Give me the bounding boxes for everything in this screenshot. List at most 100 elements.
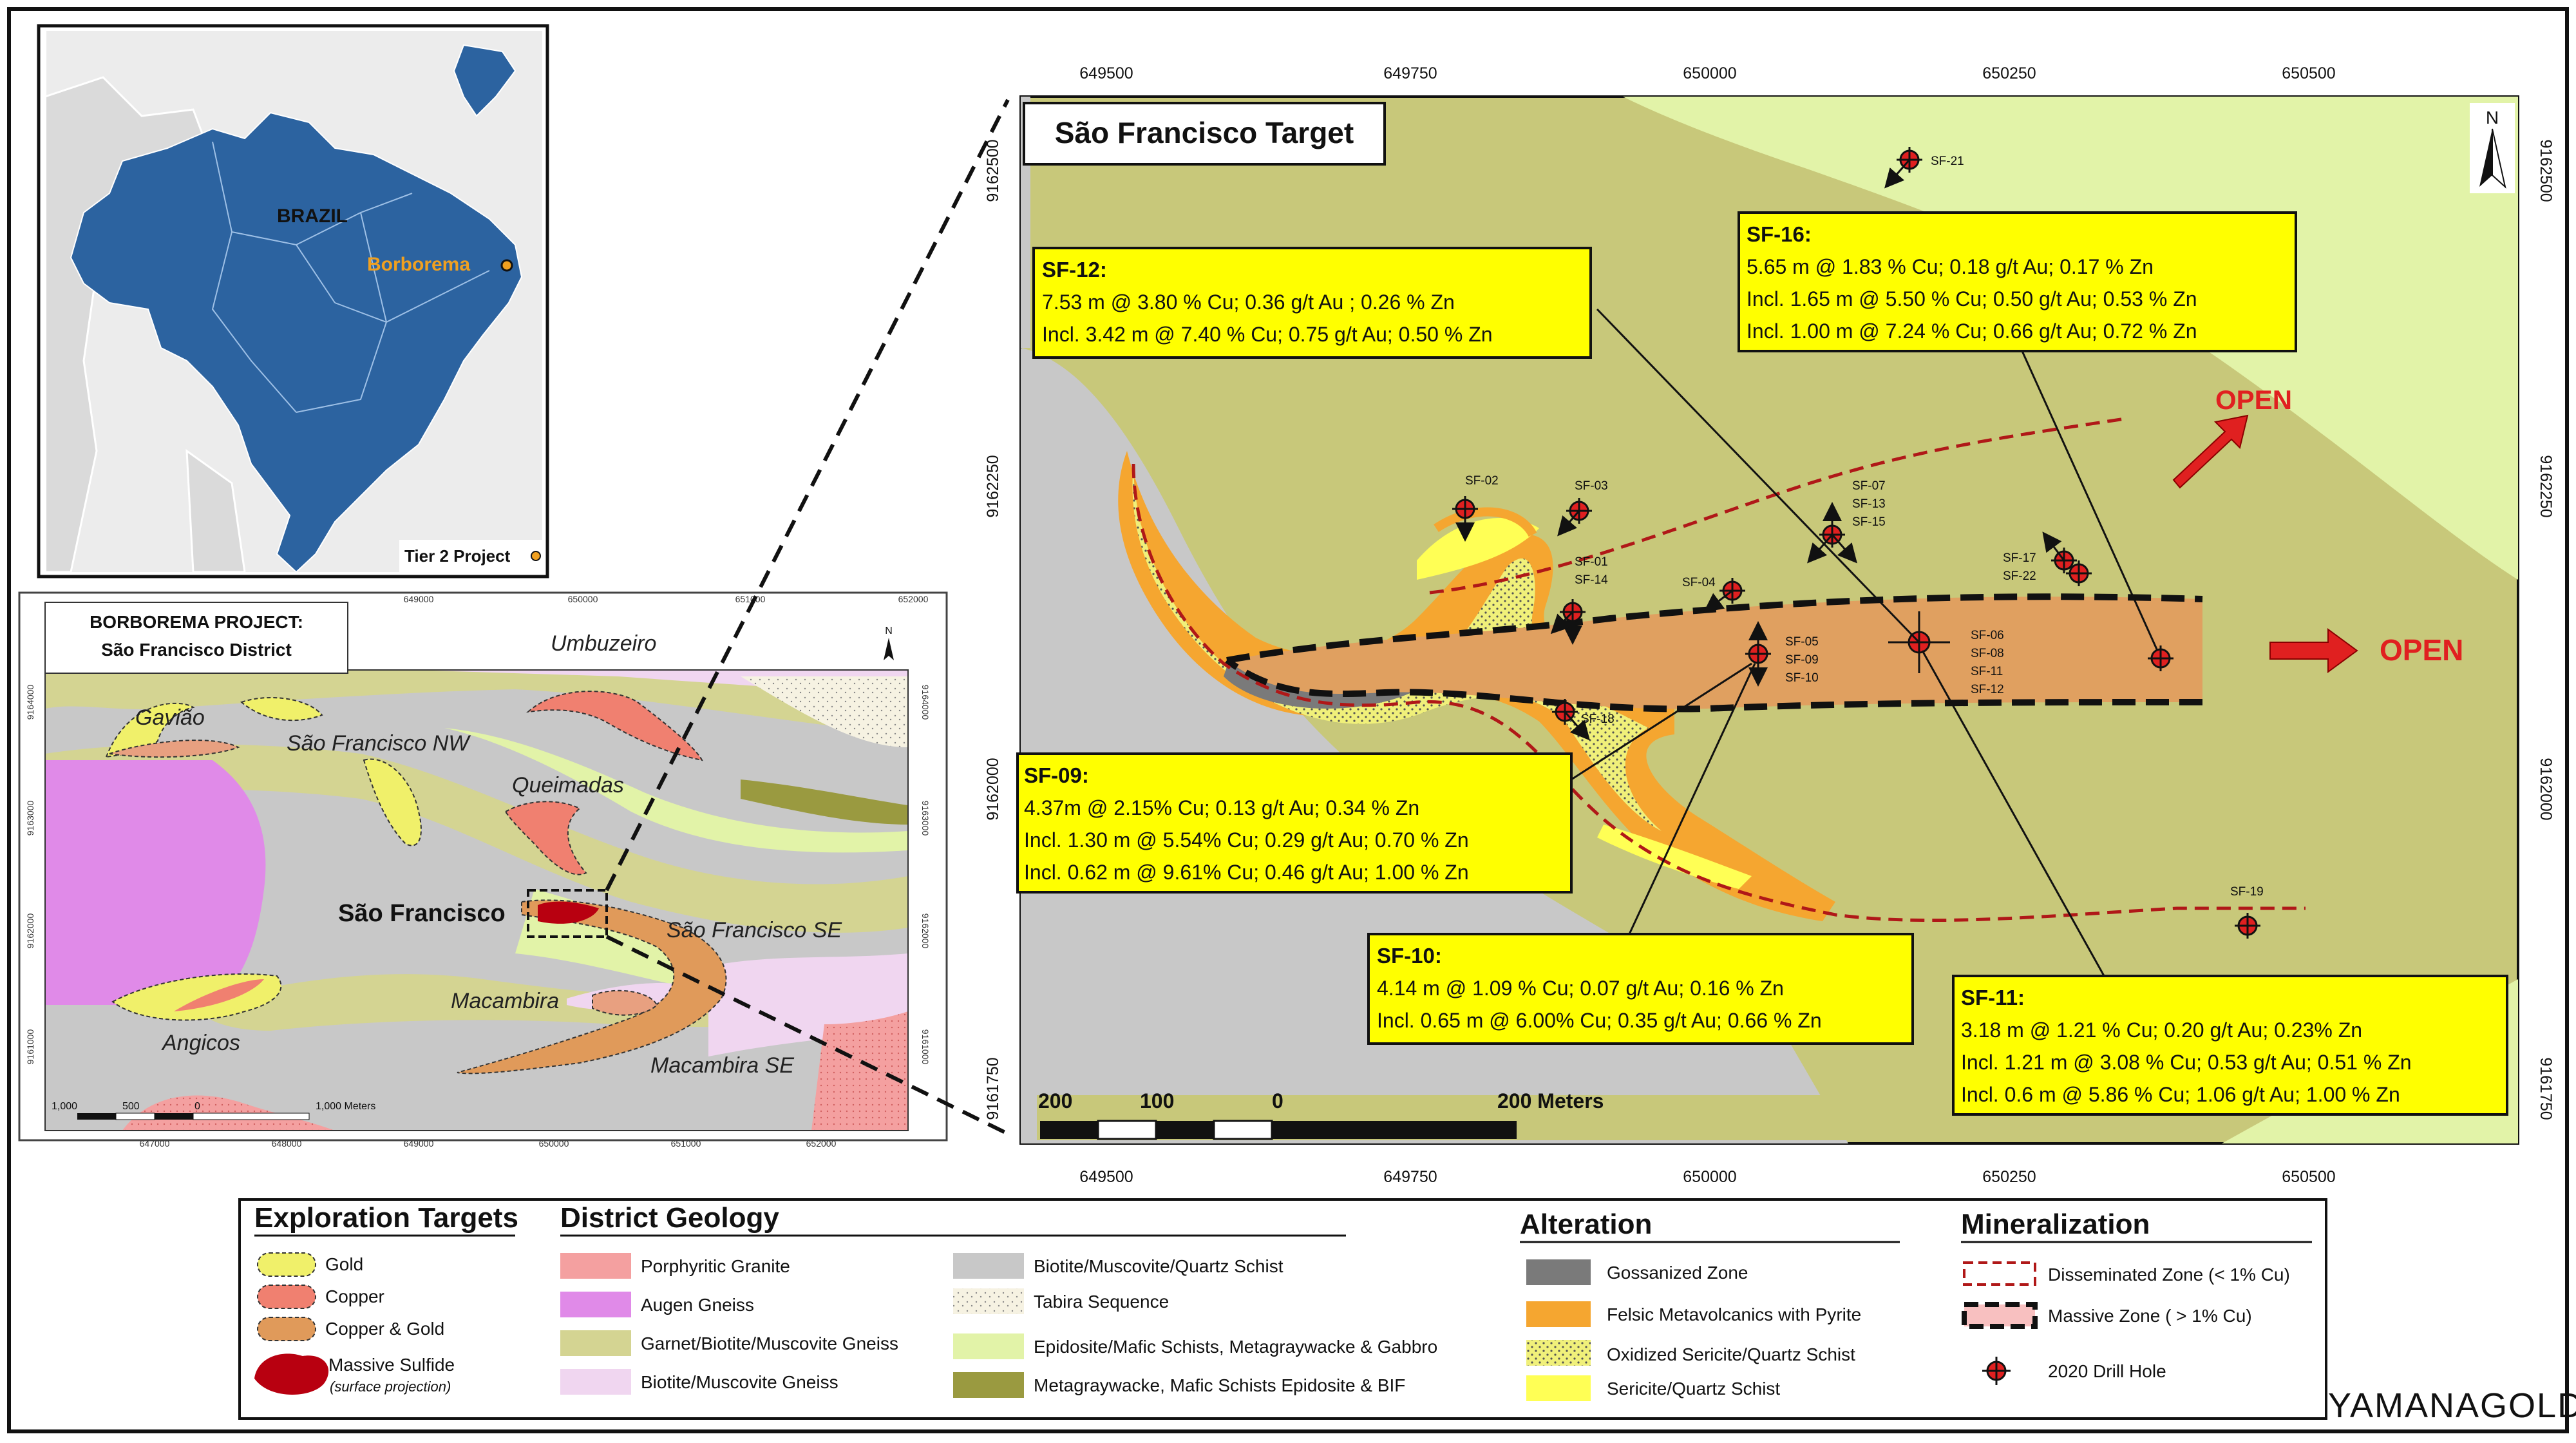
hole-label: SF-01 [1575, 555, 1608, 569]
drill-hole-marker [2066, 560, 2092, 586]
legend-item: Oxidized Sericite/Quartz Schist [1607, 1344, 1855, 1364]
label-sao-francisco: São Francisco [338, 900, 506, 927]
callout-leader [2021, 350, 2159, 651]
district-left-tick: 9164000 [25, 685, 35, 720]
hole-label: SF-19 [2230, 885, 2264, 899]
hole-label: SF-08 [1971, 647, 2004, 660]
target-top-tick: 649750 [1383, 64, 1437, 82]
callout-line: 7.53 m @ 3.80 % Cu; 0.36 g/t Au ; 0.26 %… [1042, 291, 1455, 314]
legend-item: Copper [325, 1286, 384, 1306]
massive-sulfide-swatch [254, 1353, 329, 1395]
north-label: N [2486, 108, 2499, 128]
legend-item: Gossanized Zone [1607, 1263, 1748, 1283]
district-right-tick: 9162000 [920, 913, 931, 949]
district-map: BORBOREMA PROJECT: São Francisco Distric… [18, 591, 948, 1149]
hole-label: SF-02 [1465, 474, 1499, 488]
callout-line: Incl. 1.00 m @ 7.24 % Cu; 0.66 g/t Au; 0… [1747, 320, 2197, 343]
legend-item: Garnet/Biotite/Muscovite Gneiss [641, 1333, 898, 1353]
legend-item: Copper & Gold [325, 1319, 444, 1339]
zoom-connector-bottom [605, 935, 1009, 1136]
district-right-tick: 9161000 [920, 1029, 931, 1065]
hole-label: SF-17 [2003, 551, 2036, 565]
callout-title: SF-09: [1024, 763, 1089, 787]
district-left-tick: 9161000 [25, 1029, 35, 1065]
yamana-gold-logo: YAMANAGOLD [2328, 1386, 2576, 1425]
hole-label: SF-10 [1785, 671, 1819, 685]
callout-line: Incl. 0.65 m @ 6.00% Cu; 0.35 g/t Au; 0.… [1377, 1009, 1822, 1032]
callout-line: Incl. 1.65 m @ 5.50 % Cu; 0.50 g/t Au; 0… [1747, 287, 2197, 311]
district-bottom-tick: 650000 [539, 1138, 569, 1149]
callout-leader [1596, 308, 1920, 644]
legend-item: 2020 Drill Hole [2048, 1361, 2166, 1381]
drill-hole-marker [1807, 502, 1857, 564]
callout-sf16: SF-16: 5.65 m @ 1.83 % Cu; 0.18 g/t Au; … [1738, 211, 2297, 352]
gossan-zone [1224, 657, 1443, 709]
legend-item: Sericite/Quartz Schist [1607, 1379, 1780, 1399]
legend-item: Massive Zone ( > 1% Cu) [2048, 1306, 2252, 1326]
legend-item: Biotite/Muscovite/Quartz Schist [1034, 1256, 1283, 1276]
target-right-tick: 9162250 [2537, 455, 2555, 517]
callout-line: Incl. 0.6 m @ 5.86 % Cu; 1.06 g/t Au; 1.… [1961, 1083, 2400, 1106]
callout-title: SF-16: [1747, 222, 1812, 246]
brazil-inset-map: BRAZIL Borborema Tier 2 Project [37, 24, 549, 578]
drill-hole-marker [1703, 578, 1745, 613]
scale-label: 100 [1140, 1089, 1174, 1113]
project-label: Borborema [367, 254, 470, 275]
target-top-tick: 649500 [1079, 64, 1133, 82]
legend-subtext: (surface projection) [330, 1379, 451, 1395]
legend-alteration-title: Alteration [1520, 1209, 1652, 1240]
legend-item: Biotite/Muscovite Gneiss [641, 1372, 838, 1392]
target-left-tick: 9162000 [984, 758, 1002, 820]
district-bottom-tick: 648000 [272, 1138, 302, 1149]
hole-label: SF-05 [1785, 635, 1819, 649]
district-top-tick: 649000 [404, 594, 434, 604]
target-right-tick: 9162500 [2537, 139, 2555, 202]
label-sf-nw: São Francisco NW [287, 731, 471, 756]
callout-line: 4.14 m @ 1.09 % Cu; 0.07 g/t Au; 0.16 % … [1377, 977, 1784, 1000]
hole-label: SF-22 [2003, 569, 2036, 583]
tier-marker [531, 551, 541, 561]
target-scale-bar: 200 100 0 200 Meters [1037, 1089, 1874, 1140]
hole-label: SF-07 [1852, 479, 1886, 493]
target-umbuzeiro-shape [526, 691, 703, 761]
legend-item: Epidosite/Mafic Schists, Metagraywacke &… [1034, 1337, 1437, 1357]
drill-hole-marker [1552, 699, 1590, 741]
svg-text:N: N [885, 626, 893, 636]
district-right-tick: 9164000 [920, 685, 931, 720]
drill-hole-marker [1745, 621, 1771, 687]
label-angicos: Angicos [161, 1031, 240, 1055]
drill-hole-marker [1557, 498, 1592, 537]
brazil-shape [70, 111, 523, 572]
target-gaviao-shape [109, 740, 240, 758]
district-bottom-tick: 647000 [140, 1138, 170, 1149]
target-queimadas-shape [504, 801, 587, 875]
district-scale-label: 1,000 [52, 1101, 77, 1112]
callout-leader [1571, 662, 1752, 781]
target-bottom-tick: 649750 [1383, 1168, 1437, 1186]
target-left-tick: 9162500 [984, 139, 1002, 202]
hole-label: SF-15 [1852, 515, 1886, 529]
legend-item: Tabira Sequence [1034, 1292, 1169, 1312]
district-bottom-tick: 651000 [671, 1138, 701, 1149]
drill-hole-marker [1452, 496, 1478, 542]
callout-line: 5.65 m @ 1.83 % Cu; 0.18 g/t Au; 0.17 % … [1747, 255, 2154, 278]
callout-sf09: SF-09: 4.37m @ 2.15% Cu; 0.13 g/t Au; 0.… [1016, 752, 1573, 894]
drill-hole-marker [2148, 645, 2174, 671]
district-top-tick: 650000 [568, 594, 598, 604]
callout-line: Incl. 1.30 m @ 5.54% Cu; 0.29 g/t Au; 0.… [1024, 828, 1469, 852]
district-scale-bar: 1,000 500 0 1,000 Meters [52, 1101, 375, 1120]
scale-label: 200 Meters [1497, 1089, 1604, 1113]
drill-hole-marker [1884, 147, 1922, 189]
callout-sf11: SF-11: 3.18 m @ 1.21 % Cu; 0.20 g/t Au; … [1952, 975, 2508, 1116]
drill-hole-marker [1888, 611, 1950, 673]
label-macambira: Macambira [451, 989, 559, 1013]
callout-line: 3.18 m @ 1.21 % Cu; 0.20 g/t Au; 0.23% Z… [1961, 1018, 2362, 1042]
target-bottom-tick: 650500 [2282, 1168, 2335, 1186]
tier-label: Tier 2 Project [404, 546, 511, 566]
legend-item: Porphyritic Granite [641, 1256, 790, 1276]
callout-line: Incl. 1.21 m @ 3.08 % Cu; 0.53 g/t Au; 0… [1961, 1051, 2412, 1074]
callout-title: SF-12: [1042, 258, 1107, 282]
target-right-tick: 9161750 [2537, 1057, 2555, 1120]
callout-title: SF-11: [1961, 986, 2025, 1009]
hole-label: SF-13 [1852, 497, 1886, 511]
